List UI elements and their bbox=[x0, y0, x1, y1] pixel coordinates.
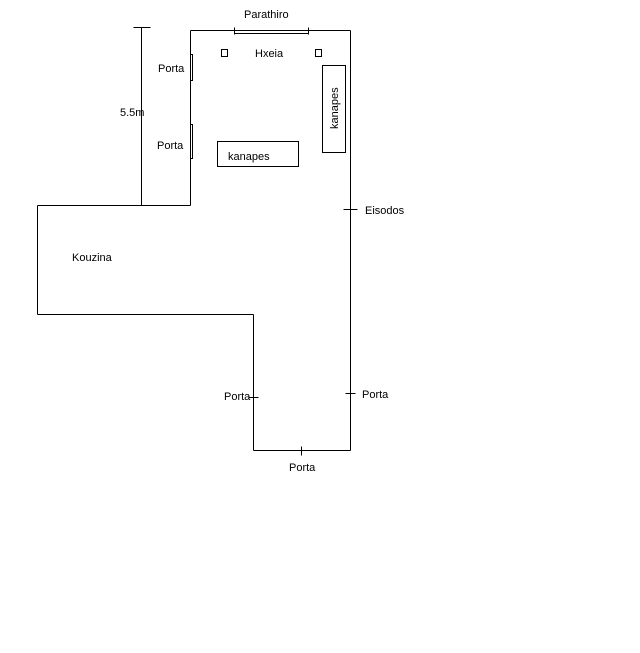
sofa-right-label: kanapes bbox=[329, 87, 341, 129]
door-left-mid-marker bbox=[190, 124, 193, 159]
dimension-label: 5.5m bbox=[120, 107, 144, 119]
dimension-line bbox=[133, 27, 151, 206]
door-left-top-label: Porta bbox=[158, 63, 185, 75]
speaker-right bbox=[315, 49, 322, 57]
door-lower-left-label: Porta bbox=[224, 391, 251, 403]
door-bottom-label: Porta bbox=[289, 462, 316, 474]
sofa-center bbox=[217, 141, 299, 167]
door-left-top-marker bbox=[190, 54, 193, 81]
door-lower-right-label: Porta bbox=[362, 389, 389, 401]
door-left-mid-label: Porta bbox=[157, 140, 184, 152]
speakers-label: Hxeia bbox=[255, 48, 284, 60]
speaker-left bbox=[221, 49, 228, 57]
sofa-center-label: kanapes bbox=[228, 151, 270, 163]
window-label: Parathiro bbox=[244, 9, 289, 21]
kitchen-label: Kouzina bbox=[72, 252, 113, 264]
window-marker bbox=[234, 27, 309, 35]
walls bbox=[37, 30, 351, 451]
entrance-label: Eisodos bbox=[365, 205, 405, 217]
sofa-right bbox=[322, 65, 346, 153]
